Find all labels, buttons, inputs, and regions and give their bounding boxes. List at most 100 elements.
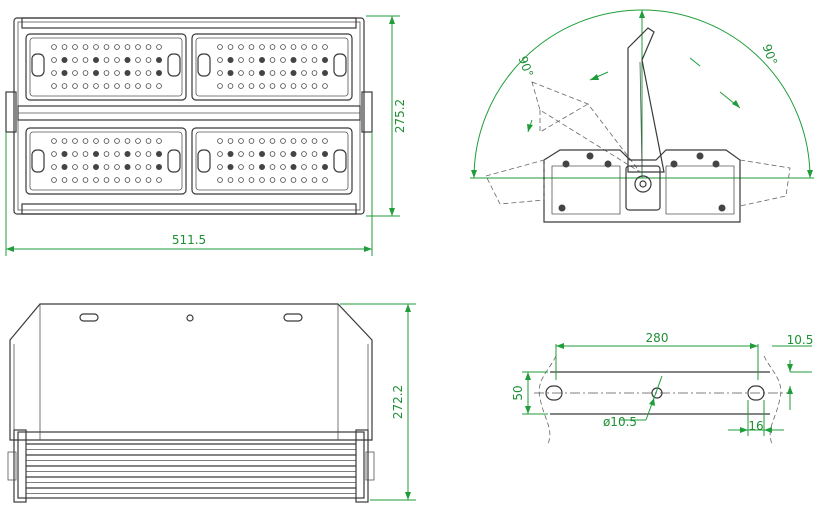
led-dot [124,151,131,157]
bracket-offset-label: 10.5 [787,333,814,347]
mount-slot-right [283,313,303,322]
led-dot [72,138,78,144]
led-dot [322,57,328,63]
led-dot [259,138,265,144]
led-dot [217,151,223,157]
led-dot [156,177,162,183]
led-dot [280,177,286,183]
led-dot [301,177,307,183]
led-dot [227,151,234,157]
led-dot [135,151,141,157]
led-dot [280,57,286,63]
led-dot [238,138,244,144]
led-dot [145,70,152,76]
led-dot [280,44,286,50]
led-dot [311,138,318,144]
led-dot [311,44,318,50]
led-dot [135,177,141,183]
led-dot [238,164,244,170]
led-dot [124,44,131,50]
led-dot [238,151,244,157]
bracket-hole-label: ø10.5 [603,415,637,429]
bracket-slot-right [747,385,765,401]
led-dot [51,164,57,170]
led-module-bottom-right [191,127,353,195]
led-dot [301,164,307,170]
led-dot [61,151,68,157]
led-dot [135,164,141,170]
led-dot [248,83,255,89]
led-dot [124,177,131,183]
led-dot [156,57,162,63]
led-dot [290,44,297,50]
led-dot [51,70,57,76]
profile-height-label: 272.2 [391,385,405,419]
led-dot [269,44,276,50]
led-dot [103,44,110,50]
led-dot [72,151,78,157]
led-dot [322,164,328,170]
led-dot [156,164,162,170]
led-dot [135,138,141,144]
led-dot [217,44,223,50]
led-dot [114,70,120,76]
led-dot [238,44,244,50]
front-width-label: 511.5 [172,233,206,247]
led-dot [301,83,307,89]
led-dot [259,70,265,76]
led-dot [51,138,57,144]
led-dot [217,83,223,89]
led-dot [290,177,297,183]
led-dot [61,57,68,63]
led-dot [156,138,162,144]
led-dot [82,151,89,157]
mount-slot-left [79,313,99,322]
led-dot [103,138,110,144]
led-dot [238,177,244,183]
led-dot [82,44,89,50]
led-dot [72,44,78,50]
dimension-front-height: 275.2 [366,15,407,217]
led-dot [259,83,265,89]
led-dot [322,138,328,144]
led-array [51,44,328,183]
led-dot [145,151,152,157]
led-dot [82,57,89,63]
led-dot [290,57,297,63]
led-dot [269,138,276,144]
led-dot [322,151,328,157]
led-dot [114,177,120,183]
led-dot [269,177,276,183]
led-dot [311,177,318,183]
led-dot [135,44,141,50]
led-dot [311,83,318,89]
led-dot [290,138,297,144]
led-dot [280,151,286,157]
led-dot [156,70,162,76]
led-dot [290,83,297,89]
tilt-view-bolts [558,152,726,212]
dimension-profile-height: 272.2 [340,303,416,501]
led-dot [61,138,68,144]
led-dot [238,70,244,76]
led-dot [217,138,223,144]
led-dot [290,151,297,157]
profile-view: 272.2 [7,303,416,503]
led-dot [280,138,286,144]
led-dot [103,151,110,157]
led-dot [248,57,255,63]
led-dot [217,70,223,76]
tilt-angle-right-label: 90° [760,42,780,67]
led-dot [227,164,234,170]
led-dot [145,164,152,170]
led-dot [311,151,318,157]
led-dot [124,57,131,63]
front-view: 275.2 511.5 [5,15,407,256]
led-dot [156,83,162,89]
bolt [712,160,720,168]
bolt [562,160,570,168]
bolt [696,152,704,160]
led-dot [145,138,152,144]
led-dot [145,83,152,89]
heatsink-fins [26,443,356,494]
